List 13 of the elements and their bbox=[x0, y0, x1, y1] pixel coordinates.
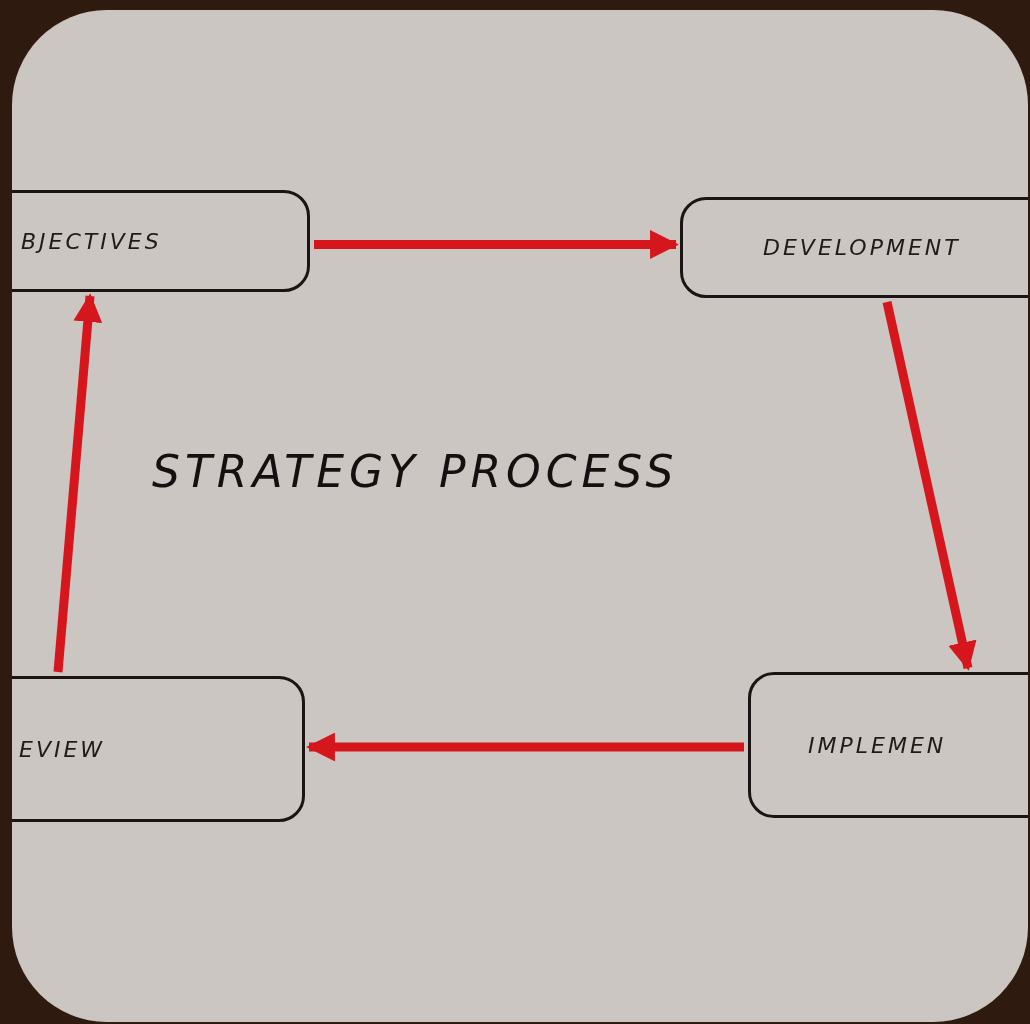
process-box bbox=[748, 672, 1028, 818]
process-box bbox=[680, 197, 1028, 298]
arrow bbox=[306, 732, 744, 762]
process-box bbox=[12, 190, 310, 292]
box-label: DEVELOPMENT bbox=[763, 235, 961, 260]
process-box bbox=[12, 676, 305, 822]
box-label: BJECTIVES bbox=[21, 228, 162, 254]
box-label: IMPLEMEN bbox=[808, 732, 947, 758]
arrow bbox=[882, 301, 977, 671]
diagram-title: STRATEGY PROCESS bbox=[152, 446, 679, 497]
box-label: EVIEW bbox=[19, 736, 106, 762]
arrow bbox=[314, 230, 679, 259]
arrow bbox=[53, 293, 103, 673]
